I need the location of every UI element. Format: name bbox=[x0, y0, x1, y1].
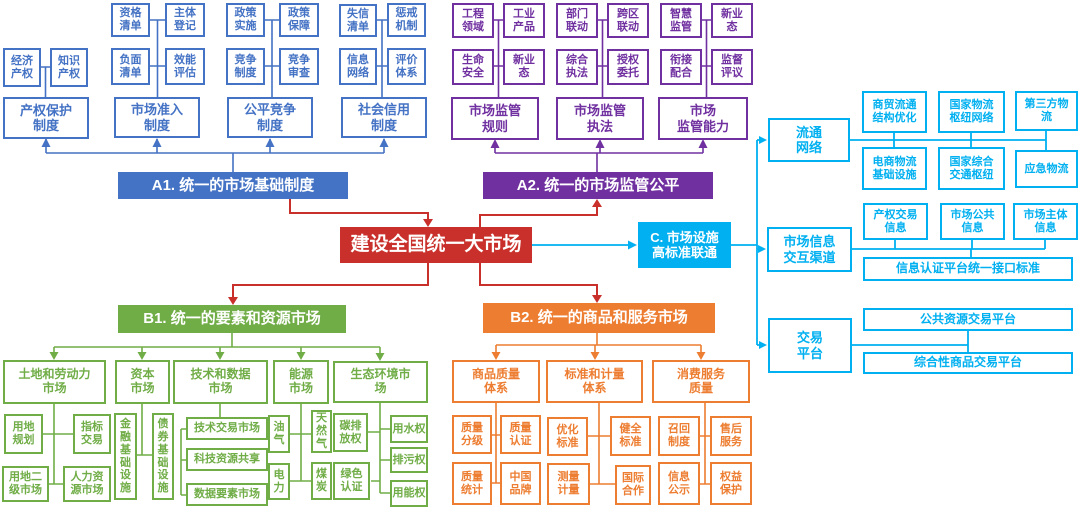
b1-g1-child-0: 金 融 基 础 设 施 bbox=[114, 413, 137, 500]
b2-g0-child-2: 质量 统计 bbox=[452, 462, 492, 505]
a2-g2-child-1: 新业 态 bbox=[711, 3, 753, 38]
b1-g4-child-3: 排污权 bbox=[390, 447, 428, 473]
b1-g3-child-0: 油 气 bbox=[268, 415, 290, 453]
b1-g4-child-2: 用水权 bbox=[390, 415, 428, 443]
c-g2-bar-1: 综合性商品交易平台 bbox=[863, 352, 1073, 374]
b1-g3-parent: 能源 市场 bbox=[273, 360, 329, 404]
c-g2-bar-0: 公共资源交易平台 bbox=[863, 308, 1073, 331]
b2-g1-child-3: 国际 合作 bbox=[615, 465, 651, 505]
c-g1-child-0: 产权交易 信息 bbox=[863, 203, 928, 240]
c-g0-child-2: 第三方物 流 bbox=[1015, 91, 1078, 131]
c-g1-parent: 市场信息 交互渠道 bbox=[767, 227, 852, 272]
a1-g1-child-0: 资格 清单 bbox=[111, 3, 150, 37]
b2-g2-child-2: 信息 公示 bbox=[658, 462, 700, 505]
b2-g0-child-0: 质量 分级 bbox=[452, 415, 492, 454]
c-label: C. 市场设施 高标准联通 bbox=[638, 222, 731, 268]
b1-g2-parent: 技术和数据 市场 bbox=[173, 360, 268, 404]
b1-g2-bar-2: 数据要素市场 bbox=[186, 483, 268, 506]
a1-g1-child-2: 负面 清单 bbox=[111, 48, 150, 85]
b1-g4-parent: 生态环境市 场 bbox=[333, 361, 428, 403]
b1-g0-parent: 土地和劳动力 市场 bbox=[3, 360, 106, 404]
b2-g1-parent: 标准和计量 体系 bbox=[546, 360, 643, 403]
a2-g0-child-3: 新业 态 bbox=[503, 49, 545, 85]
a1-g1-parent: 市场准入 制度 bbox=[114, 97, 200, 138]
c-g0-child-1: 国家物流 枢纽网络 bbox=[938, 91, 1005, 133]
b2-label: B2. 统一的商品和服务市场 bbox=[483, 303, 715, 333]
a1-label: A1. 统一的市场基础制度 bbox=[118, 172, 348, 199]
b2-g2-child-0: 召回 制度 bbox=[658, 416, 700, 456]
c-g0-child-0: 商贸流通 结构优化 bbox=[862, 91, 927, 133]
a1-g0-parent: 产权保护 制度 bbox=[3, 97, 89, 139]
b1-g3-child-2: 天 然 气 bbox=[311, 410, 332, 453]
a2-g1-child-1: 跨区 联动 bbox=[607, 3, 649, 38]
a2-label: A2. 统一的市场监管公平 bbox=[483, 172, 713, 199]
b1-g3-child-3: 煤 炭 bbox=[311, 462, 332, 500]
a2-g0-child-2: 生命 安全 bbox=[452, 49, 494, 85]
a1-g2-child-2: 竞争 制度 bbox=[226, 48, 265, 85]
a1-g1-child-3: 效能 评估 bbox=[165, 48, 205, 85]
b1-g4-child-1: 绿色 认证 bbox=[333, 462, 370, 500]
a1-g3-child-2: 信息 网络 bbox=[339, 48, 377, 85]
a2-g0-child-0: 工程 领域 bbox=[452, 3, 494, 38]
a1-g3-child-1: 惩戒 机制 bbox=[387, 3, 426, 37]
center-box: 建设全国统一大市场 bbox=[340, 227, 532, 263]
a2-g2-parent: 市场 监管能力 bbox=[658, 97, 748, 140]
a1-g2-child-3: 竞争 审查 bbox=[279, 48, 319, 85]
b1-g2-bar-0: 技术交易市场 bbox=[186, 417, 268, 440]
a2-g2-child-0: 智慧 监管 bbox=[660, 3, 702, 38]
c-g1-child-2: 市场主体 信息 bbox=[1013, 203, 1078, 240]
a1-g2-child-0: 政策 实施 bbox=[226, 3, 265, 37]
b1-g0-child-1: 指标 交易 bbox=[73, 414, 111, 454]
a2-g0-parent: 市场监管 规则 bbox=[451, 97, 539, 140]
b1-g4-child-4: 用能权 bbox=[390, 480, 428, 507]
b1-g2-bar-1: 科技资源共享 bbox=[186, 448, 268, 471]
a1-g0-child-1: 知识 产权 bbox=[50, 48, 88, 87]
b2-g0-child-1: 质量 认证 bbox=[500, 415, 541, 454]
a2-g2-child-2: 衔接 配合 bbox=[660, 49, 702, 85]
b2-g2-child-1: 售后 服务 bbox=[710, 416, 752, 456]
c-g0-child-5: 应急物流 bbox=[1015, 150, 1078, 188]
c-g1-bar: 信息认证平台统一接口标准 bbox=[863, 257, 1073, 281]
a2-g1-child-3: 授权 委托 bbox=[607, 49, 649, 85]
a1-g1-child-1: 主体 登记 bbox=[165, 3, 205, 37]
a1-g0-child-0: 经济 产权 bbox=[3, 48, 41, 87]
b1-g4-child-0: 碳排 放权 bbox=[333, 413, 368, 452]
b1-g1-parent: 资本 市场 bbox=[115, 360, 170, 404]
a2-g0-child-1: 工业 产品 bbox=[503, 3, 545, 38]
a2-g1-child-0: 部门 联动 bbox=[556, 3, 598, 38]
a2-g1-child-2: 综合 执法 bbox=[556, 49, 598, 85]
c-g2-parent: 交易 平台 bbox=[768, 318, 852, 373]
b1-g1-child-1: 债 券 基 础 设 施 bbox=[152, 413, 174, 500]
b1-g0-child-3: 人力资 源市场 bbox=[63, 466, 111, 502]
b2-g2-parent: 消费服务 质量 bbox=[652, 360, 750, 403]
a1-g3-child-3: 评价 体系 bbox=[387, 48, 426, 85]
b1-g0-child-2: 用地二 级市场 bbox=[2, 466, 49, 502]
c-g1-child-1: 市场公共 信息 bbox=[940, 203, 1005, 240]
c-g0-child-4: 国家综合 交通枢纽 bbox=[938, 147, 1005, 190]
a1-g2-child-1: 政策 保障 bbox=[279, 3, 319, 37]
b2-g1-child-0: 优化 标准 bbox=[547, 417, 588, 456]
b2-g0-child-3: 中国 品牌 bbox=[500, 462, 541, 505]
a1-g3-child-0: 失信 清单 bbox=[339, 4, 377, 37]
c-g0-child-3: 电商物流 基础设施 bbox=[862, 147, 927, 190]
a2-g2-child-3: 监督 评议 bbox=[711, 49, 753, 85]
a1-g2-parent: 公平竞争 制度 bbox=[227, 97, 313, 138]
b2-g1-child-2: 测量 计量 bbox=[547, 463, 590, 505]
b1-g0-child-0: 用地 规划 bbox=[4, 414, 43, 454]
b2-g2-child-3: 权益 保护 bbox=[710, 462, 752, 505]
a2-g1-parent: 市场监管 执法 bbox=[556, 97, 644, 140]
b2-g0-parent: 商品质量 体系 bbox=[452, 360, 540, 403]
b1-g3-child-1: 电 力 bbox=[268, 463, 290, 500]
c-g0-parent: 流通 网络 bbox=[768, 118, 850, 162]
b2-g1-child-1: 健全 标准 bbox=[610, 416, 651, 456]
b1-label: B1. 统一的要素和资源市场 bbox=[118, 305, 346, 333]
a1-g3-parent: 社会信用 制度 bbox=[341, 97, 427, 138]
